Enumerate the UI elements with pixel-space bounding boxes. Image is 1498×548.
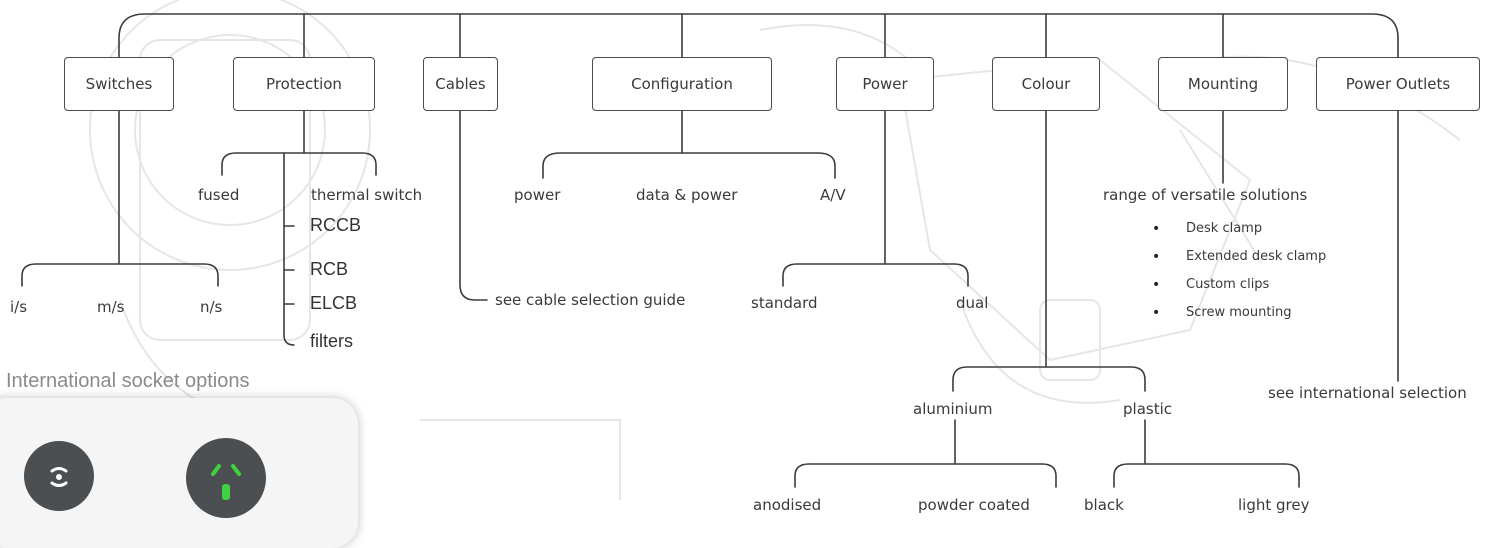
cables-selection-note: see cable selection guide — [495, 291, 686, 309]
switch-option-ms: m/s — [97, 298, 125, 316]
plastic-colour-black: black — [1084, 496, 1124, 514]
aluminium-finish-powder-coated: powder coated — [918, 496, 1030, 514]
protection-rcb: RCB — [310, 259, 349, 279]
socket-au-icon — [211, 464, 241, 500]
category-protection: Protection — [233, 57, 375, 111]
category-switches: Switches — [64, 57, 174, 111]
plastic-colour-light-grey: light grey — [1238, 496, 1310, 514]
protection-rccb: RCCB — [310, 215, 362, 235]
mounting-option-screw-mounting: Screw mounting — [1152, 305, 1291, 321]
config-option-power: power — [514, 186, 561, 204]
connector-lines — [21, 13, 1399, 488]
power-option-dual: dual — [956, 294, 989, 312]
socket-options-panel — [0, 398, 358, 548]
category-mounting: Mounting — [1158, 57, 1288, 111]
socket-panel-title: International socket options — [6, 370, 250, 392]
mounting-option-extended-desk-clamp: Extended desk clamp — [1152, 249, 1326, 265]
mounting-option-custom-clips: Custom clips — [1152, 277, 1269, 293]
socket-option-1[interactable] — [24, 441, 94, 511]
config-option-data-power: data & power — [636, 186, 738, 204]
socket-round-icon — [50, 467, 68, 487]
category-power-outlets: Power Outlets — [1316, 57, 1480, 111]
category-power: Power — [836, 57, 934, 111]
config-option-av: A/V — [820, 186, 846, 204]
switch-option-ns: n/s — [200, 298, 223, 316]
switch-option-is: i/s — [10, 298, 28, 316]
category-colour: Colour — [992, 57, 1100, 111]
category-cables: Cables — [423, 57, 498, 111]
mounting-option-desk-clamp: Desk clamp — [1152, 221, 1262, 237]
protection-thermal-switch: thermal switch — [311, 186, 423, 204]
protection-fused: fused — [198, 186, 240, 204]
colour-material-aluminium: aluminium — [913, 400, 993, 418]
power-option-standard: standard — [751, 294, 818, 312]
colour-material-plastic: plastic — [1123, 400, 1172, 418]
protection-elcb: ELCB — [310, 293, 358, 313]
mounting-heading: range of versatile solutions — [1103, 186, 1308, 204]
socket-option-2[interactable] — [186, 438, 266, 518]
power-outlets-note: see international selection — [1268, 384, 1467, 402]
category-configuration: Configuration — [592, 57, 772, 111]
aluminium-finish-anodised: anodised — [753, 496, 822, 514]
protection-filters: filters — [310, 331, 354, 351]
